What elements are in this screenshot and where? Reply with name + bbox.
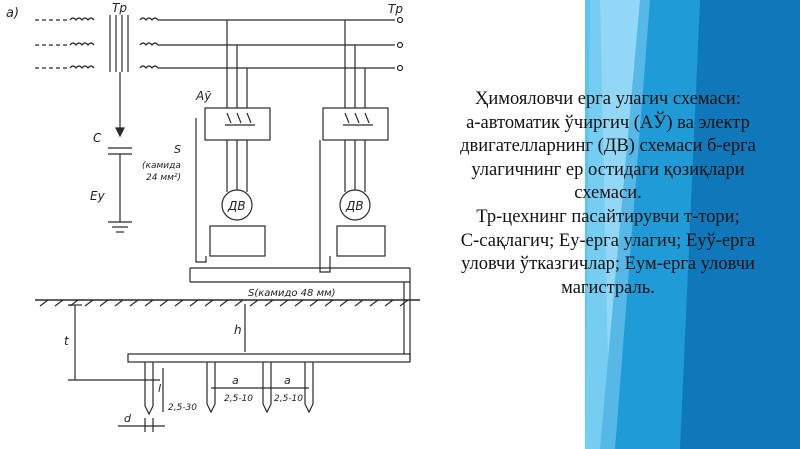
caption-line: уловчи ўтказгичлар; Еум-ерга уловчи	[461, 254, 755, 275]
motor-left-label: ДВ	[227, 199, 246, 213]
spacing-range-1: 2,5-10	[224, 394, 253, 404]
earth-label: Еу	[90, 189, 106, 203]
depth-label: t	[64, 334, 70, 348]
rod-4	[304, 362, 314, 414]
motor-left-base	[209, 225, 266, 257]
busbar-label: Тр	[388, 2, 403, 16]
transformer-left-coils	[69, 17, 95, 69]
panel-label: а)	[6, 6, 19, 21]
bg-deep-blue-band	[680, 0, 800, 449]
spacing-label-1: a	[232, 374, 239, 387]
rod-3	[262, 362, 272, 414]
breaker-right-contacts	[343, 112, 373, 126]
conductor-label: S	[174, 143, 181, 156]
conductor-note-2: 24 мм²)	[146, 173, 181, 183]
motor-left-circle	[221, 189, 253, 221]
motor-right-label: ДВ	[345, 199, 364, 213]
spacing-range-2: 2,5-10	[274, 394, 303, 404]
diameter-label: d	[124, 412, 132, 425]
rod-length-label: l	[158, 382, 161, 395]
main-label: S(камидо 48 мм)	[248, 288, 336, 299]
busbar-end-3	[396, 64, 404, 72]
caption-line: Ҳимояловчи ерга улагич схемаси:	[475, 89, 741, 109]
transformer-label: Тр	[112, 1, 127, 15]
spacing-label-2: a	[284, 374, 291, 387]
neutral-arrow	[115, 127, 125, 138]
breaker-right-box	[322, 107, 389, 141]
underground-strip	[127, 353, 411, 363]
caption-line: магистраль.	[561, 277, 655, 298]
caption-line: схемаси.	[574, 183, 642, 204]
caption-line: двигателларнинг (ДВ) схемаси б-ерга	[460, 136, 756, 157]
caption-line: Тр-цехнинг пасайтирувчи т-тори;	[476, 206, 740, 227]
motor-right-base	[336, 225, 386, 257]
busbar-end-1	[396, 16, 404, 24]
breaker-label: Аў	[195, 89, 212, 103]
earth-conductor-left	[195, 118, 207, 263]
conductor-note-1: (камида	[142, 161, 181, 171]
busbar-end-2	[396, 41, 404, 49]
bg-white-panel	[0, 0, 585, 449]
breaker-left-contacts	[225, 112, 255, 126]
motor-right-circle	[339, 189, 371, 221]
caption-text: Ҳимояловчи ерга улагич схемаси: а-автома…	[412, 88, 800, 300]
earth-conductor-right	[319, 140, 331, 273]
ground-hatch	[39, 299, 409, 307]
capacitor-label: С	[93, 131, 102, 145]
height-label: h	[234, 323, 242, 337]
caption-line: а-автоматик ўчиргич (АЎ) ва электр	[466, 112, 750, 133]
rod-range-label: 2,5-30	[168, 403, 197, 413]
caption-line: улагичнинг ер остидаги қозиқлари	[471, 159, 745, 180]
rod-2	[206, 362, 216, 414]
bg-highlight-band	[585, 0, 650, 449]
rod-1	[144, 362, 154, 416]
transformer-right-coils	[139, 17, 159, 69]
caption-line: С-сақлагич; Еу-ерга улагич; Еуў-ерга	[460, 230, 756, 251]
